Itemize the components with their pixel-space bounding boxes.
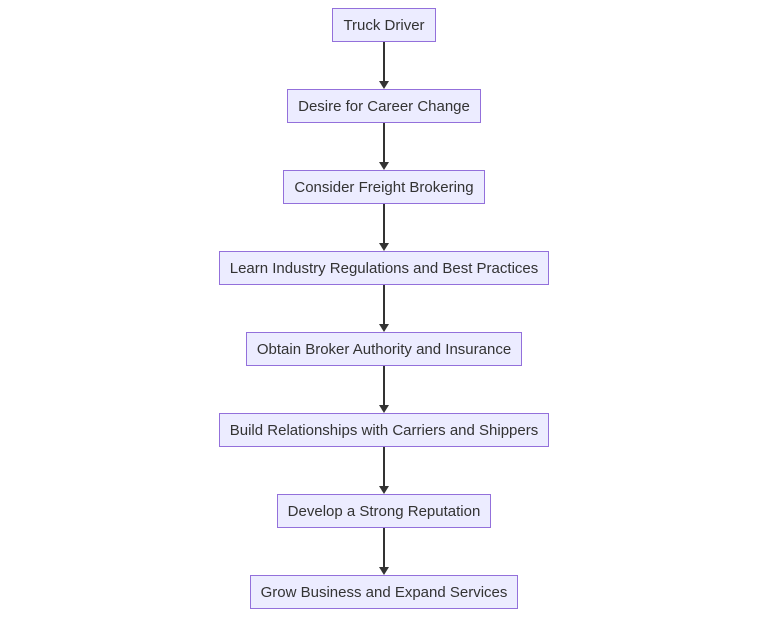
arrow-down <box>379 42 389 89</box>
arrowhead-icon <box>379 81 389 89</box>
node-learn-regulations: Learn Industry Regulations and Best Prac… <box>218 251 550 285</box>
arrowhead-icon <box>379 243 389 251</box>
node-desire-career-change: Desire for Career Change <box>287 89 481 123</box>
node-truck-driver: Truck Driver <box>332 8 436 42</box>
arrowhead-icon <box>379 567 389 575</box>
arrow-down <box>379 285 389 332</box>
arrow-line <box>383 447 385 486</box>
arrow-down <box>379 123 389 170</box>
node-obtain-authority-insurance: Obtain Broker Authority and Insurance <box>245 332 523 366</box>
arrowhead-icon <box>379 324 389 332</box>
arrow-line <box>383 366 385 405</box>
node-build-relationships: Build Relationships with Carriers and Sh… <box>218 413 550 447</box>
arrowhead-icon <box>379 162 389 170</box>
arrow-line <box>383 528 385 567</box>
flowchart: Truck Driver Desire for Career Change Co… <box>0 8 768 609</box>
node-consider-freight-brokering: Consider Freight Brokering <box>283 170 485 204</box>
arrow-line <box>383 42 385 81</box>
arrow-down <box>379 447 389 494</box>
arrow-down <box>379 528 389 575</box>
arrow-down <box>379 204 389 251</box>
arrow-line <box>383 285 385 324</box>
arrow-line <box>383 204 385 243</box>
arrow-down <box>379 366 389 413</box>
arrowhead-icon <box>379 405 389 413</box>
arrow-line <box>383 123 385 162</box>
arrowhead-icon <box>379 486 389 494</box>
node-grow-business: Grow Business and Expand Services <box>249 575 519 609</box>
node-develop-reputation: Develop a Strong Reputation <box>276 494 492 528</box>
